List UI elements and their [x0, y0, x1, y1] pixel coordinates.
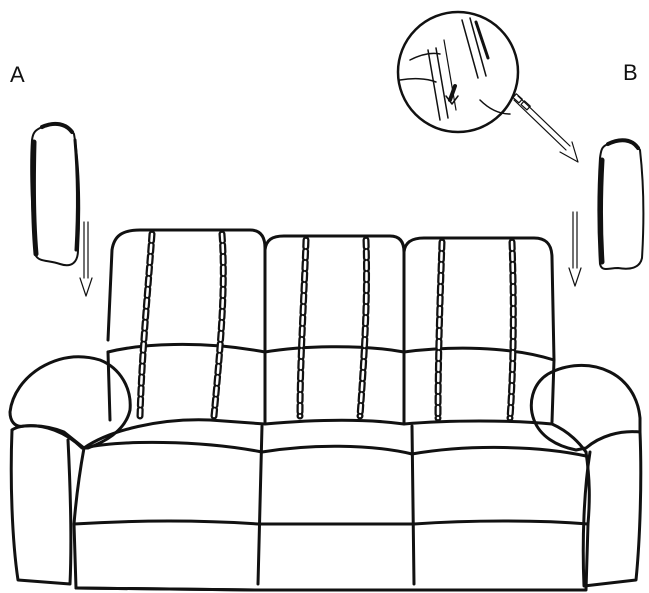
- sofa: [10, 230, 641, 590]
- back-cushion-right: [404, 238, 554, 360]
- back-cushion-left: [108, 230, 265, 352]
- right-arm: [531, 365, 640, 450]
- arrow-b-down: [569, 212, 581, 286]
- arrow-a-down: [80, 222, 92, 296]
- detail-magnifier: [398, 12, 518, 132]
- arrow-detail-to-b: [513, 94, 578, 162]
- stitching: [140, 234, 513, 418]
- back-cushion-middle: [265, 236, 404, 352]
- armrest-cover-b: [599, 140, 644, 269]
- armrest-cover-a: [31, 124, 79, 265]
